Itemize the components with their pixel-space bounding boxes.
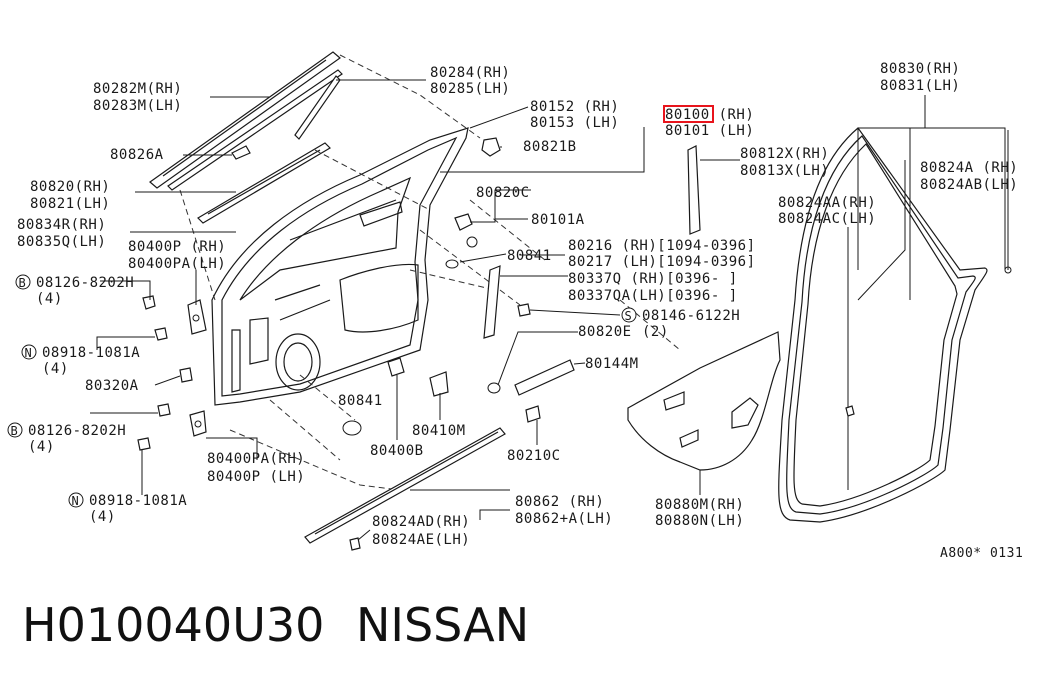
label-80400pa-upper: 80400PA(LH) bbox=[128, 256, 226, 272]
label-80813x: 80813X(LH) bbox=[740, 163, 829, 179]
footer-brand: NISSAN bbox=[356, 598, 530, 652]
label-80101: 80101 (LH) bbox=[665, 123, 754, 139]
symbol-n-lower: N bbox=[72, 494, 79, 508]
bolt-symbol-lower: B bbox=[7, 422, 23, 438]
label-80400b: 80400B bbox=[370, 443, 424, 459]
label-80337q: 80337Q (RH)[0396- ] bbox=[568, 271, 738, 287]
label-08146: 08146-6122H bbox=[642, 308, 740, 324]
label-80821-lh: 80821(LH) bbox=[30, 196, 110, 212]
label-80824ab: 80824AB(LH) bbox=[920, 177, 1018, 193]
label-08126-upper: 08126-8202H bbox=[36, 275, 134, 291]
label-80824aa: 80824AA(RH) bbox=[778, 195, 876, 211]
label-80880n: 80880N(LH) bbox=[655, 513, 744, 529]
label-80835q: 80835Q(LH) bbox=[17, 234, 106, 250]
label-80824ad: 80824AD(RH) bbox=[372, 514, 470, 530]
label-80862: 80862 (RH) bbox=[515, 494, 604, 510]
label-80283m: 80283M(LH) bbox=[93, 98, 182, 114]
label-80831: 80831(LH) bbox=[880, 78, 960, 94]
label-80101a: 80101A bbox=[531, 212, 585, 228]
label-80282m: 80282M(RH) bbox=[93, 81, 182, 97]
label-80284: 80284(RH) bbox=[430, 65, 510, 81]
nut-symbol-lower: N bbox=[68, 492, 84, 508]
label-08126-lower: 08126-8202H bbox=[28, 423, 126, 439]
label-80826a: 80826A bbox=[110, 147, 164, 163]
symbol-s: S bbox=[625, 309, 632, 323]
label-08918-upper: 08918-1081A bbox=[42, 345, 140, 361]
label-80400p-upper: 80400P (RH) bbox=[128, 239, 226, 255]
label-80217: 80217 (LH)[1094-0396] bbox=[568, 254, 756, 270]
label-08126-upper-qty: (4) bbox=[36, 291, 63, 307]
bolt-symbol-upper: B bbox=[15, 274, 31, 290]
label-08126-lower-qty: (4) bbox=[28, 439, 55, 455]
footer-part-number: H010040U30 bbox=[22, 598, 325, 652]
label-80400p-lower: 80400P (LH) bbox=[207, 469, 305, 485]
screw-symbol: S bbox=[621, 307, 637, 323]
label-80820-rh: 80820(RH) bbox=[30, 179, 110, 195]
sash-trim-80812x bbox=[687, 145, 701, 235]
weatherstrip-leader-lines bbox=[857, 95, 1006, 300]
assembly-dashed-lines bbox=[179, 54, 681, 491]
label-80400pa-lower: 80400PA(RH) bbox=[207, 451, 305, 467]
label-08146-qty: (2) bbox=[642, 324, 669, 340]
label-80821b: 80821B bbox=[523, 139, 577, 155]
label-80210c: 80210C bbox=[507, 448, 561, 464]
hardware-parts bbox=[137, 137, 855, 551]
label-80216: 80216 (RH)[1094-0396] bbox=[568, 238, 756, 254]
lower-molding-80862 bbox=[304, 427, 506, 544]
label-80841-lower: 80841 bbox=[338, 393, 383, 409]
door-finisher-80880m bbox=[627, 331, 781, 471]
label-08918-lower-qty: (4) bbox=[89, 509, 116, 525]
label-80824a: 80824A (RH) bbox=[920, 160, 1018, 176]
label-80824ae: 80824AE(LH) bbox=[372, 532, 470, 548]
outer-molding-80282m bbox=[149, 51, 343, 191]
highlight-box-80100 bbox=[663, 105, 714, 123]
symbol-n-upper: N bbox=[25, 346, 32, 360]
label-80153: 80153 (LH) bbox=[530, 115, 619, 131]
front-door-panel bbox=[211, 127, 469, 406]
clip-80826a bbox=[231, 145, 251, 160]
label-80880m: 80880M(RH) bbox=[655, 497, 744, 513]
diagram-reference: A800* 0131 bbox=[940, 546, 1023, 561]
label-80100: 80100 (RH) bbox=[665, 107, 754, 123]
label-80320a: 80320A bbox=[85, 378, 139, 394]
label-80285: 80285(LH) bbox=[430, 81, 510, 97]
symbol-b-upper: B bbox=[19, 276, 26, 290]
callout-labels: 80284(RH) 80285(LH) 80282M(RH) 80283M(LH… bbox=[7, 61, 1023, 561]
leader-lines bbox=[90, 79, 906, 541]
label-80830: 80830(RH) bbox=[880, 61, 960, 77]
belt-molding-80820 bbox=[197, 142, 331, 224]
label-80144m: 80144M bbox=[585, 356, 639, 372]
label-80841-upper: 80841 bbox=[507, 248, 552, 264]
door-weatherstrip-80830 bbox=[778, 127, 1012, 523]
label-80834r: 80834R(RH) bbox=[17, 217, 106, 233]
label-80337qa: 80337QA(LH)[0396- ] bbox=[568, 288, 738, 304]
label-80824ac: 80824AC(LH) bbox=[778, 211, 876, 227]
label-80820e: 80820E bbox=[578, 324, 632, 340]
label-80410m: 80410M bbox=[412, 423, 466, 439]
label-80862a: 80862+A(LH) bbox=[515, 511, 613, 527]
symbol-b-lower: B bbox=[11, 424, 18, 438]
label-80812x: 80812X(RH) bbox=[740, 146, 829, 162]
label-08918-upper-qty: (4) bbox=[42, 361, 69, 377]
label-80820c: 80820C bbox=[476, 185, 530, 201]
label-80152: 80152 (RH) bbox=[530, 99, 619, 115]
nut-symbol-upper: N bbox=[21, 344, 37, 360]
label-08918-lower: 08918-1081A bbox=[89, 493, 187, 509]
